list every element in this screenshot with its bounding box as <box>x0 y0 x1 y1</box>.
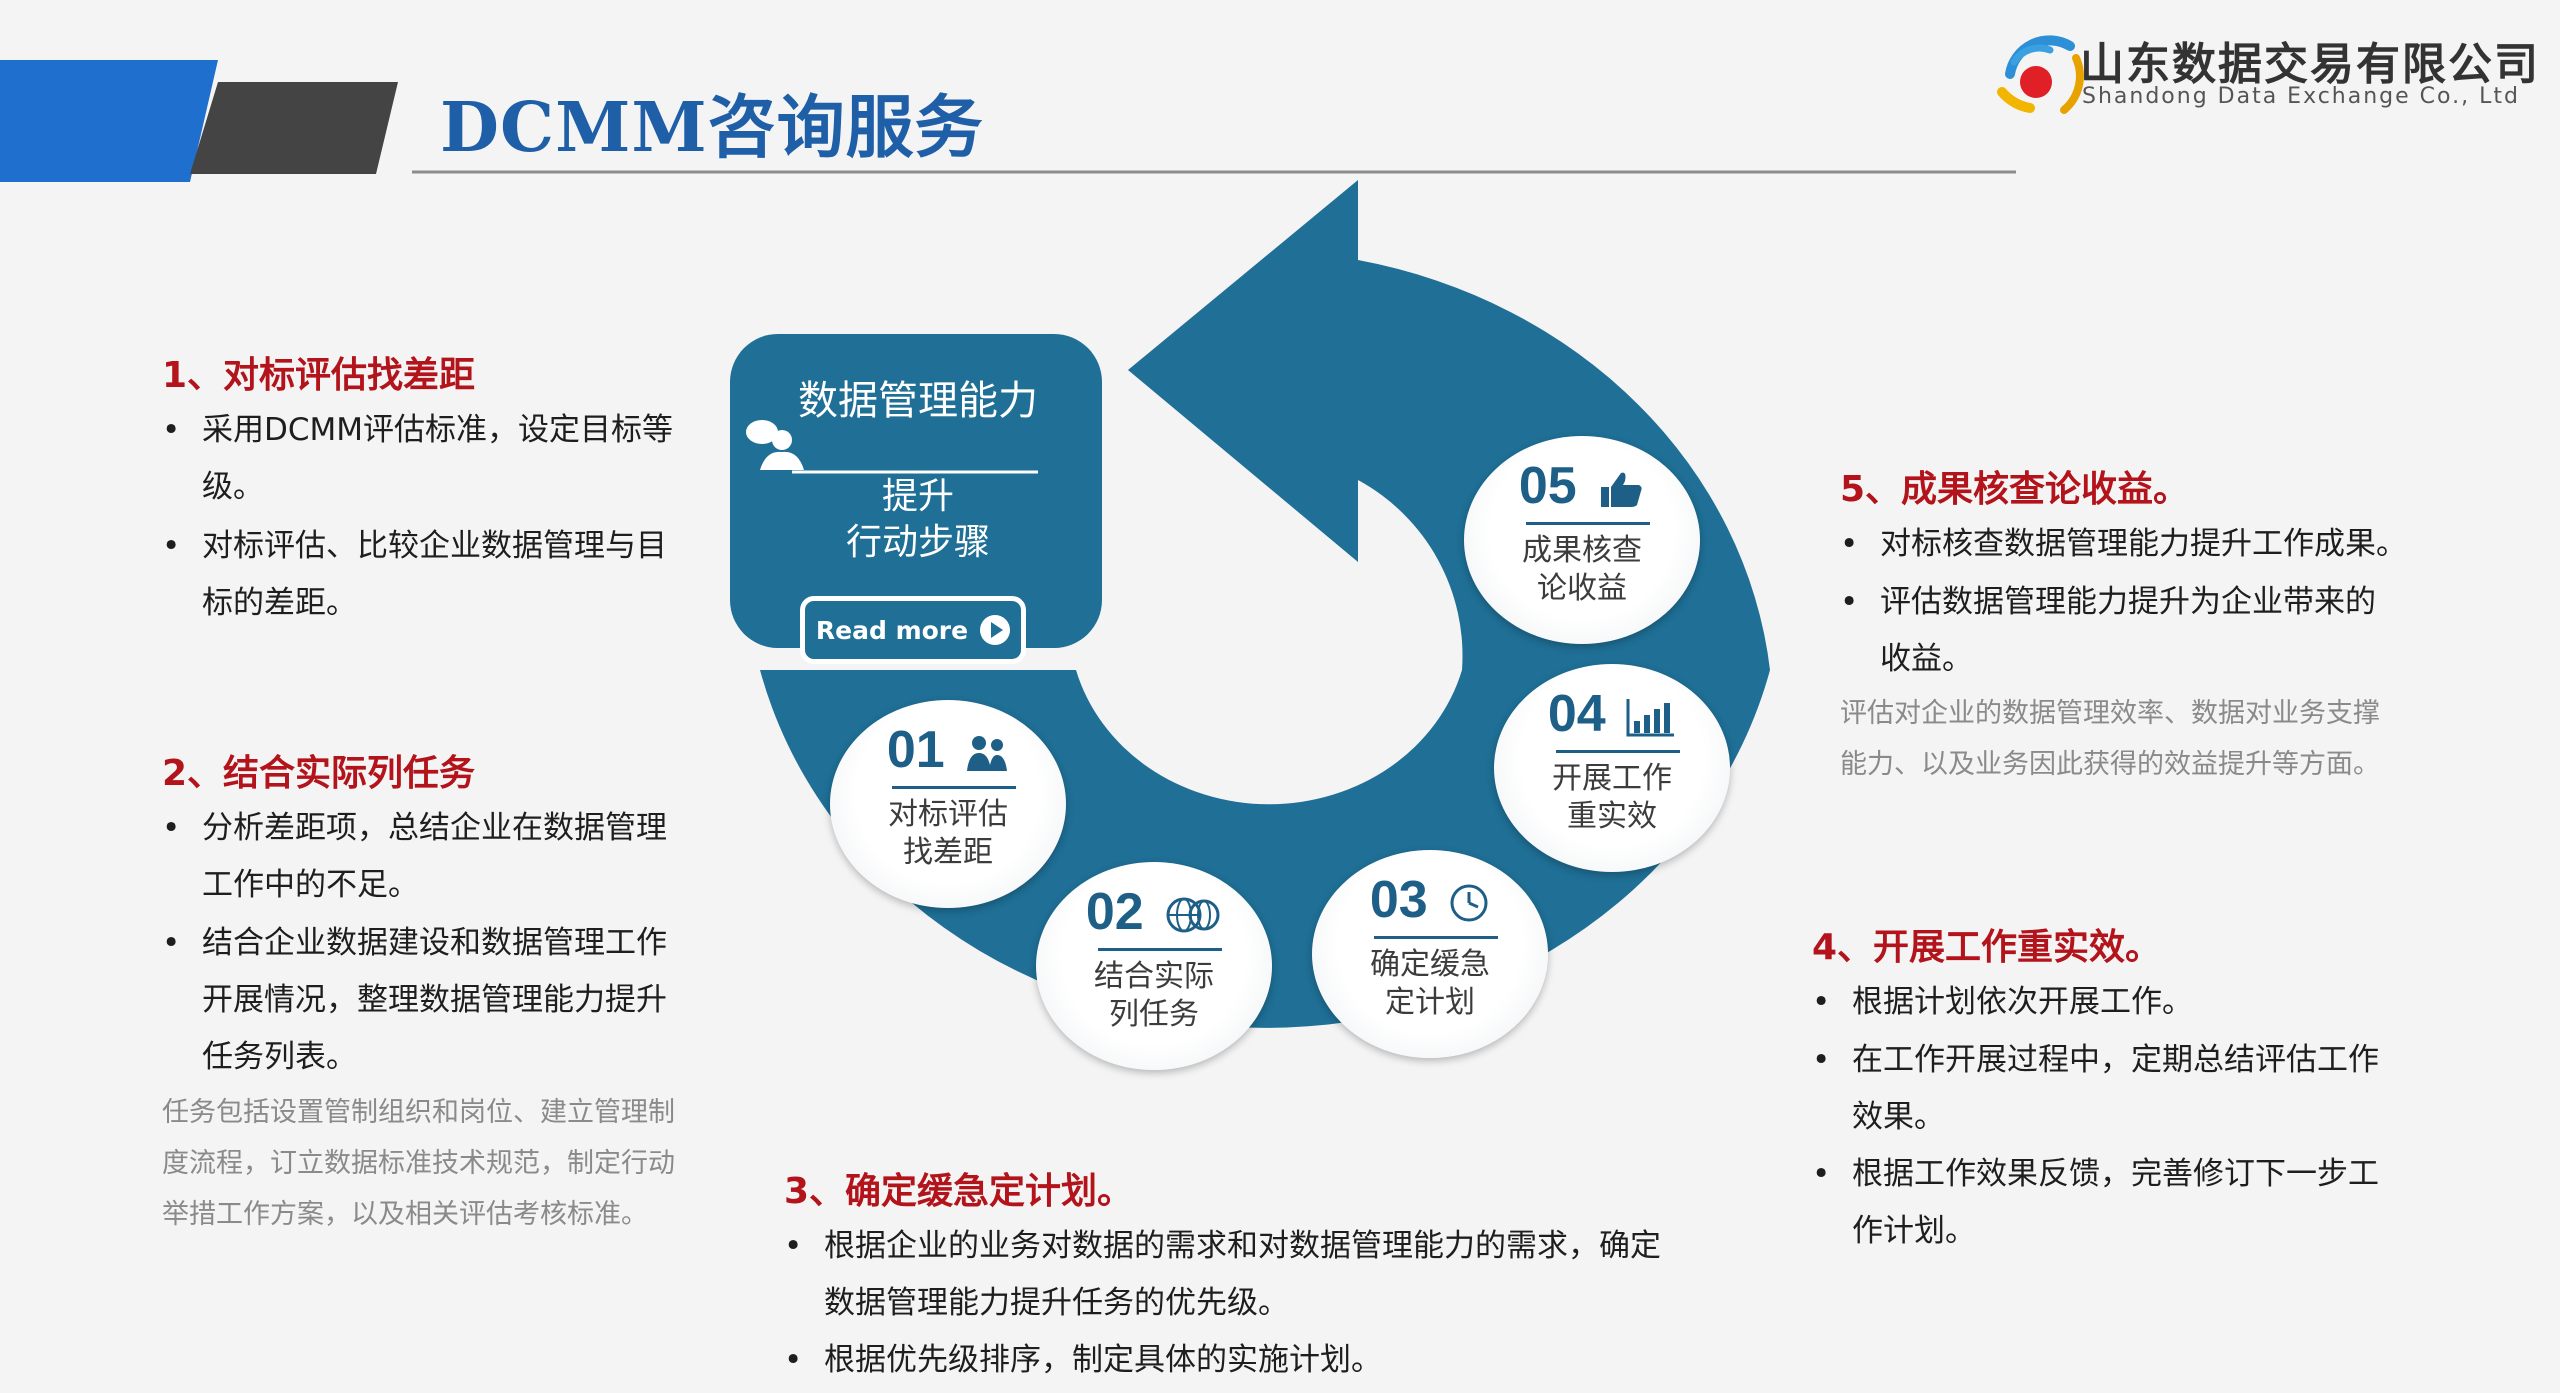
step-rule <box>892 786 1016 789</box>
step-02[interactable]: 02 结合实际列任务 <box>1036 862 1272 1070</box>
step-number: 01 <box>830 720 1066 780</box>
users-icon <box>967 736 1008 772</box>
step-number: 03 <box>1312 870 1548 930</box>
company-logo <box>1997 35 2084 114</box>
step-rule <box>1098 948 1222 951</box>
step-rule <box>1374 936 1498 939</box>
section-3-bullet-1: • 根据企业的业务对数据的需求和对数据管理能力的需求，确定 数据管理能力提升任务… <box>784 1228 1661 1321</box>
section-5-title: 5、成果核查论收益。 <box>1840 469 2190 510</box>
step-number: 04 <box>1494 684 1730 744</box>
section-4-bullet-2: • 在工作开展过程中，定期总结评估工作 效果。 <box>1812 1042 2379 1135</box>
header-bands <box>0 35 2084 182</box>
section-5-note: 评估对企业的数据管理效率、数据对业务支撑 能力、以及业务因此获得的效益提升等方面… <box>1840 698 2380 780</box>
brand-name-cn: 山东数据交易有限公司 <box>2080 39 2540 90</box>
section-4-title: 4、开展工作重实效。 <box>1812 927 2162 968</box>
panel-subtitle-line2: 行动步骤 <box>845 522 990 563</box>
section-2-note: 任务包括设置管制组织和岗位、建立管理制 度流程，订立数据标准技术规范，制定行动 … <box>162 1097 675 1230</box>
read-more-label: Read more <box>815 615 969 645</box>
step-rule <box>1556 750 1680 753</box>
section-4-bullet-1: • 根据计划依次开展工作。 <box>1812 984 2193 1020</box>
header-dark-band <box>190 82 398 174</box>
section-2-bullet-1: • 分析差距项，总结企业在数据管理 工作中的不足。 <box>162 810 667 903</box>
step-01[interactable]: 01 对标评估找差距 <box>830 700 1066 908</box>
step-04[interactable]: 04 开展工作重实效 <box>1494 664 1730 872</box>
header-blue-band <box>0 60 218 182</box>
read-more-button[interactable]: Read more <box>800 596 1026 664</box>
step-number: 05 <box>1464 456 1700 516</box>
section-5-bullet-1: • 对标核查数据管理能力提升工作成果。 <box>1840 526 2407 562</box>
panel-title: 数据管理能力 <box>798 378 1038 424</box>
step-label: 对标评估找差距 <box>888 797 1008 870</box>
step-label: 确定缓急定计划 <box>1370 947 1490 1020</box>
step-05[interactable]: 05 成果核查论收益 <box>1464 436 1700 644</box>
section-1-title: 1、对标评估找差距 <box>162 355 476 396</box>
section-2-title: 2、结合实际列任务 <box>162 753 476 794</box>
thumbs-up-icon <box>1601 472 1642 508</box>
brand-name-en: Shandong Data Exchange Co., Ltd <box>2082 84 2520 109</box>
panel-subtitle: 提升 行动步骤 <box>758 474 1078 566</box>
step-03[interactable]: 03 确定缓急定计划 <box>1312 850 1548 1058</box>
section-3-title: 3、确定缓急定计划。 <box>784 1171 1134 1212</box>
step-label: 结合实际列任务 <box>1094 959 1214 1032</box>
consulting-icon <box>746 420 804 470</box>
globe-icon <box>1166 897 1220 933</box>
panel-subtitle-line1: 提升 <box>881 476 954 517</box>
play-icon <box>980 615 1011 645</box>
step-label: 开展工作重实效 <box>1552 761 1672 834</box>
clock-icon <box>1450 884 1488 922</box>
page-title: DCMM咨询服务 <box>440 88 984 168</box>
step-number: 02 <box>1036 882 1272 942</box>
section-4-bullet-3: • 根据工作效果反馈，完善修订下一步工 作计划。 <box>1812 1156 2379 1249</box>
section-5-bullet-2: • 评估数据管理能力提升为企业带来的 收益。 <box>1840 584 2376 677</box>
step-label: 成果核查论收益 <box>1522 533 1642 606</box>
section-1-bullet-2: • 对标评估、比较企业数据管理与目 标的差距。 <box>162 528 667 621</box>
section-2-bullet-2: • 结合企业数据建设和数据管理工作 开展情况，整理数据管理能力提升 任务列表。 <box>162 925 667 1075</box>
section-3-bullet-2: • 根据优先级排序，制定具体的实施计划。 <box>784 1342 1382 1378</box>
panel-background <box>730 334 1102 648</box>
section-1-bullet-1: • 采用DCMM评估标准，设定目标等 级。 <box>162 412 674 505</box>
bar-chart-icon <box>1626 699 1675 737</box>
step-rule <box>1526 522 1650 525</box>
